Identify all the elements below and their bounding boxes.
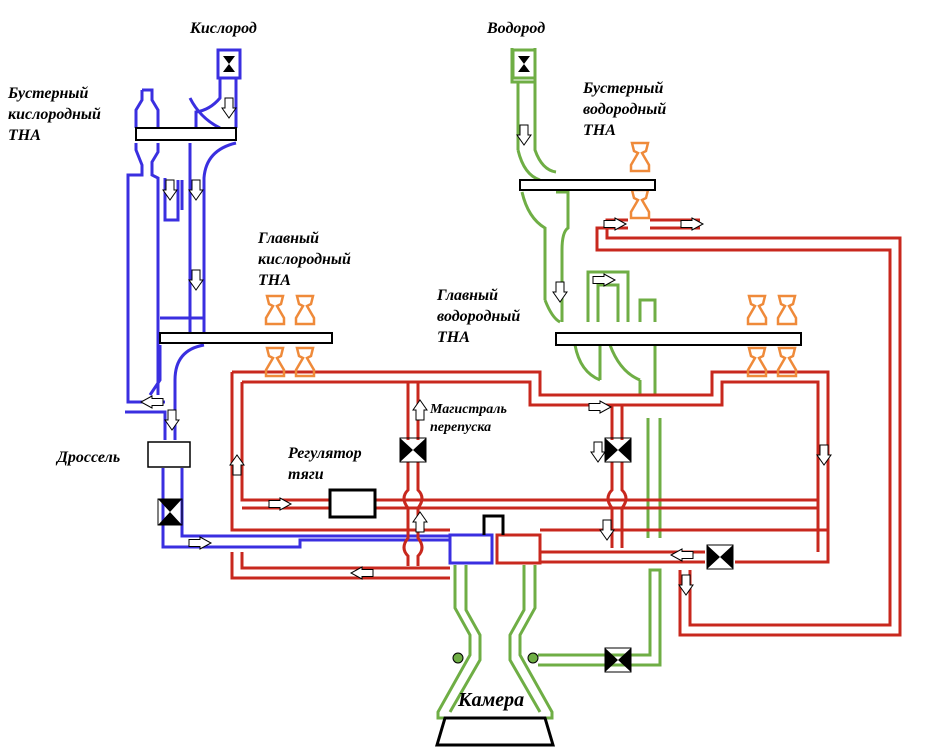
regulator-label-line1: Регулятор	[288, 445, 362, 462]
booster-ox-shaft	[135, 127, 237, 141]
chamber-head	[434, 514, 556, 747]
main-ox-label: Главный кислородный ТНА	[258, 228, 351, 291]
booster-h2-label-line2: водородный	[583, 101, 667, 118]
booster-h2-turbine	[629, 141, 651, 173]
valve-icon	[399, 437, 427, 463]
hydrogen-circuit	[436, 48, 662, 720]
regulator-label: Регулятор тяги	[288, 443, 362, 485]
main-h2-turbine-b	[776, 294, 798, 326]
bypass-label: Магистраль перепуска	[430, 401, 507, 437]
bypass-label-line2: перепуска	[430, 420, 492, 435]
oxygen-label: Кислород	[190, 20, 257, 37]
main-ox-turbine-b	[294, 294, 316, 326]
flow-arrow-icon	[412, 399, 428, 421]
hydrogen-label: Водород	[487, 20, 546, 37]
main-h2-label-line2: водородный	[437, 308, 521, 325]
main-ox-label-line1: Главный	[258, 230, 320, 247]
main-h2-label-line1: Главный	[437, 287, 499, 304]
flow-arrow-icon	[164, 409, 180, 431]
bypass-label-line1: Магистраль	[430, 402, 507, 417]
flow-arrow-icon	[221, 97, 237, 119]
main-h2-label: Главный водородный ТНА	[437, 285, 520, 348]
regulator-label-line2: тяги	[288, 466, 324, 483]
main-h2-label-line3: ТНА	[437, 329, 470, 346]
booster-ox-label-line2: кислородный	[8, 106, 101, 123]
main-ox-turbine-a	[264, 294, 286, 326]
valve-icon	[604, 647, 632, 673]
oxygen-circuit	[125, 78, 494, 550]
main-h2-turbine-a	[746, 294, 768, 326]
booster-ox-label-line1: Бустерный	[8, 85, 89, 102]
booster-h2-label-line1: Бустерный	[583, 80, 664, 97]
throttle-box	[147, 441, 191, 468]
flow-arrow-icon	[552, 281, 568, 303]
components	[147, 48, 734, 673]
main-ox-shaft	[159, 332, 333, 344]
booster-h2-label-line3: ТНА	[583, 122, 616, 139]
flow-arrow-icon	[140, 395, 164, 409]
valve-icon	[706, 544, 734, 570]
regulator-box	[328, 488, 377, 519]
chamber-label: Камера	[458, 689, 525, 711]
main-ox-label-line2: кислородный	[258, 251, 351, 268]
booster-ox-label-line3: ТНА	[8, 127, 41, 144]
throttle-label: Дроссель	[57, 449, 121, 466]
main-h2-shaft	[555, 332, 802, 346]
booster-ox-label: Бустерный кислородный ТНА	[8, 83, 101, 146]
gas-circuit	[230, 218, 902, 637]
booster-h2-turbine-lower	[629, 188, 651, 220]
booster-h2-shaft	[519, 179, 656, 191]
main-ox-label-line3: ТНА	[258, 272, 291, 289]
flow-arrow-icon	[588, 400, 612, 414]
valve-icon	[604, 437, 632, 463]
shafts	[135, 127, 802, 346]
booster-h2-label: Бустерный водородный ТНА	[583, 78, 666, 141]
flow-arrow-icon	[590, 441, 606, 463]
